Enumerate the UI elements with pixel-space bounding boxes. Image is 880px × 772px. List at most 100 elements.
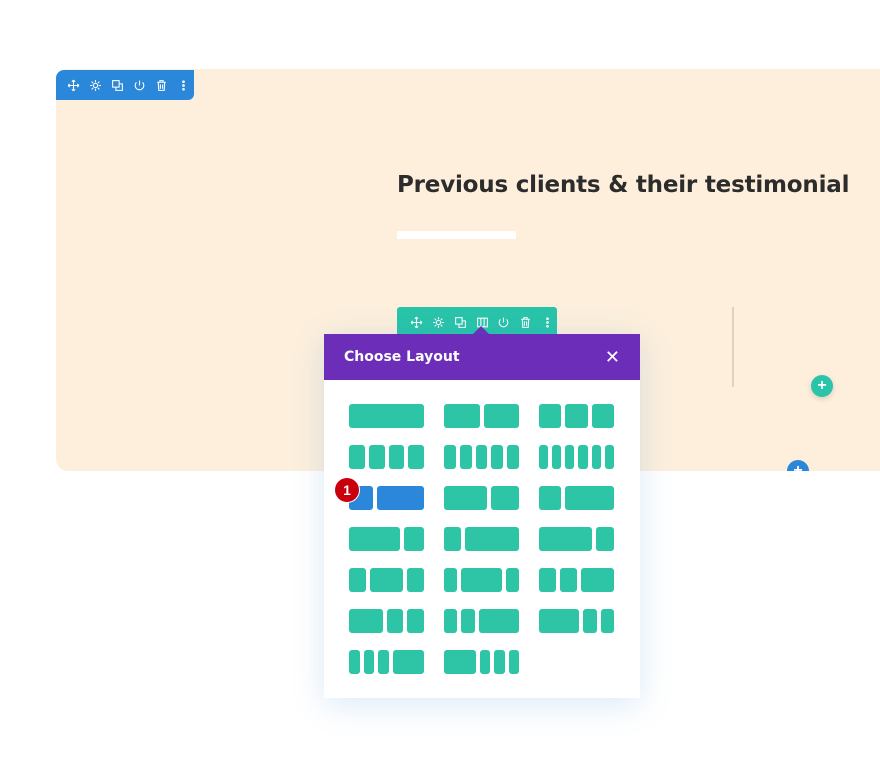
layout-column xyxy=(444,650,476,674)
layout-option[interactable] xyxy=(539,445,614,469)
layout-option[interactable] xyxy=(444,445,519,469)
layout-column xyxy=(363,650,374,674)
modal-header: Choose Layout ✕ xyxy=(324,334,640,380)
layout-column xyxy=(491,445,504,469)
layout-column xyxy=(459,445,472,469)
layout-column xyxy=(444,609,458,633)
layout-column xyxy=(349,445,365,469)
power-icon[interactable] xyxy=(494,313,513,331)
layout-column xyxy=(539,404,562,428)
layout-column xyxy=(505,568,519,592)
layout-column xyxy=(479,650,490,674)
step-badge: 1 xyxy=(335,478,359,502)
layout-column xyxy=(349,650,360,674)
layout-option[interactable] xyxy=(349,650,424,674)
layout-column xyxy=(600,609,614,633)
layout-column xyxy=(565,445,575,469)
layout-column xyxy=(388,445,405,469)
more-icon[interactable] xyxy=(174,76,192,94)
layout-column xyxy=(444,445,456,469)
layout-option[interactable] xyxy=(444,404,519,428)
layout-option[interactable] xyxy=(349,568,424,592)
layout-option[interactable] xyxy=(349,445,424,469)
layout-column xyxy=(539,568,556,592)
power-icon[interactable] xyxy=(130,76,148,94)
modal-caret xyxy=(472,326,490,335)
layout-column xyxy=(604,445,614,469)
layout-column xyxy=(552,445,562,469)
layout-column xyxy=(539,527,593,551)
section-toolbar xyxy=(56,70,194,100)
close-icon[interactable]: ✕ xyxy=(604,347,620,367)
duplicate-icon[interactable] xyxy=(108,76,126,94)
layout-option[interactable] xyxy=(349,609,424,633)
duplicate-icon[interactable] xyxy=(451,313,470,331)
trash-icon[interactable] xyxy=(516,313,535,331)
layout-column xyxy=(376,486,424,510)
layout-column xyxy=(578,445,588,469)
layout-column xyxy=(444,404,480,428)
layout-column xyxy=(559,568,577,592)
layout-column xyxy=(475,445,488,469)
layout-option[interactable] xyxy=(444,486,519,510)
page-background-mask xyxy=(780,471,820,491)
modal-title: Choose Layout xyxy=(344,349,460,365)
gear-icon[interactable] xyxy=(429,313,448,331)
layout-column xyxy=(494,650,505,674)
layout-column xyxy=(349,609,383,633)
layout-option[interactable] xyxy=(349,527,424,551)
layout-column xyxy=(478,609,519,633)
layout-column xyxy=(407,609,424,633)
layout-column xyxy=(565,486,614,510)
layout-option[interactable] xyxy=(349,486,424,510)
move-icon[interactable] xyxy=(64,76,82,94)
layout-column xyxy=(591,404,614,428)
layout-column xyxy=(464,527,519,551)
layout-column xyxy=(349,527,400,551)
layout-column xyxy=(508,650,519,674)
row-toolbar xyxy=(397,307,557,337)
choose-layout-modal: Choose Layout ✕ xyxy=(324,334,640,698)
layout-column xyxy=(392,650,424,674)
layout-column xyxy=(349,568,366,592)
gear-icon[interactable] xyxy=(86,76,104,94)
layout-column xyxy=(565,404,588,428)
layout-option[interactable] xyxy=(539,404,614,428)
title-divider xyxy=(397,231,516,239)
trash-icon[interactable] xyxy=(152,76,170,94)
add-module-button[interactable]: + xyxy=(811,375,833,397)
layout-column xyxy=(539,445,549,469)
layout-option[interactable] xyxy=(539,486,614,510)
layout-column xyxy=(408,445,424,469)
move-icon[interactable] xyxy=(407,313,426,331)
layout-column xyxy=(483,404,519,428)
layout-option[interactable] xyxy=(444,609,519,633)
layout-column xyxy=(369,568,404,592)
layout-option[interactable] xyxy=(444,650,519,674)
layout-column xyxy=(386,609,404,633)
layout-column xyxy=(461,609,475,633)
layout-grid xyxy=(349,404,614,674)
layout-column xyxy=(444,527,461,551)
layout-option[interactable] xyxy=(539,527,614,551)
section-title: Previous clients & their testimonial xyxy=(397,172,850,198)
layout-column xyxy=(507,445,519,469)
layout-column xyxy=(444,568,458,592)
layout-column xyxy=(539,609,580,633)
layout-column xyxy=(539,486,562,510)
layout-column xyxy=(596,527,614,551)
more-icon[interactable] xyxy=(538,313,557,331)
layout-column xyxy=(583,609,597,633)
layout-option[interactable] xyxy=(539,609,614,633)
layout-option[interactable] xyxy=(539,568,614,592)
layout-option[interactable] xyxy=(349,404,424,428)
layout-column xyxy=(407,568,424,592)
layout-column xyxy=(378,650,389,674)
layout-column xyxy=(368,445,385,469)
layout-option[interactable] xyxy=(444,568,519,592)
layout-column xyxy=(403,527,424,551)
layout-option[interactable] xyxy=(444,527,519,551)
layout-column xyxy=(490,486,519,510)
layout-column xyxy=(591,445,601,469)
layout-column xyxy=(461,568,502,592)
